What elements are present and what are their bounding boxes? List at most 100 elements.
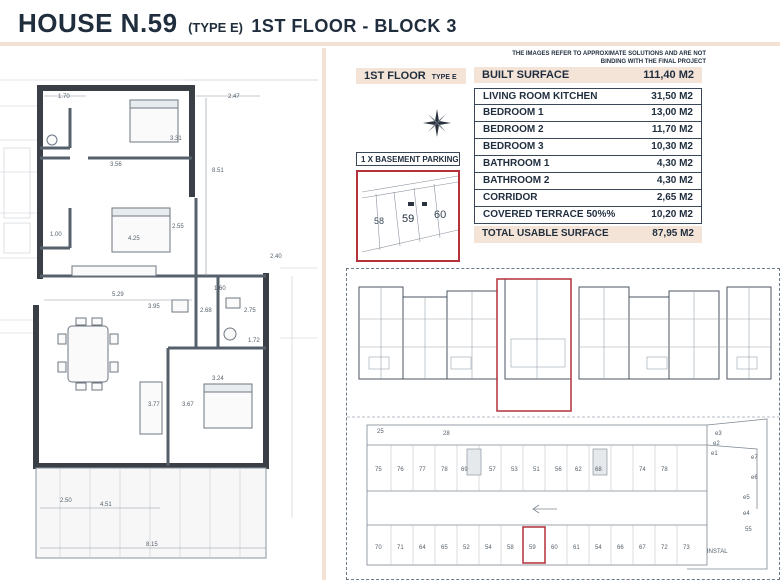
total-surface-row: TOTAL USABLE SURFACE 87,95 M2 bbox=[474, 226, 702, 243]
svg-text:3.77: 3.77 bbox=[148, 402, 160, 408]
svg-text:78: 78 bbox=[441, 467, 448, 473]
house-highlight-box bbox=[496, 278, 572, 412]
svg-text:70: 70 bbox=[375, 545, 382, 551]
built-surface-row: BUILT SURFACE 111,40 M2 bbox=[474, 67, 702, 83]
svg-text:2.75: 2.75 bbox=[244, 308, 256, 314]
svg-text:2.68: 2.68 bbox=[200, 308, 212, 314]
title-type: (TYPE E) bbox=[188, 20, 243, 35]
svg-text:1.70: 1.70 bbox=[58, 94, 70, 100]
parking-highlight-box bbox=[522, 526, 546, 564]
svg-text:1.60: 1.60 bbox=[214, 286, 226, 292]
floor-plan-panel: 1.70 2.47 3.31 3.56 8.51 4.25 2.55 1.00 … bbox=[0, 48, 318, 580]
site-plan-drawing: 25 28 75 76 77 78 69 57 53 51 56 62 68 7… bbox=[347, 278, 779, 570]
surface-value: 10,20 M2 bbox=[651, 209, 693, 220]
svg-text:54: 54 bbox=[595, 545, 602, 551]
svg-text:76: 76 bbox=[397, 467, 404, 473]
svg-text:59: 59 bbox=[529, 545, 536, 551]
svg-text:75: 75 bbox=[375, 467, 382, 473]
surface-row: BEDROOM 2 11,70 M2 bbox=[474, 122, 702, 139]
driveway-arrow-icon bbox=[532, 504, 557, 514]
svg-text:77: 77 bbox=[419, 467, 426, 473]
surface-label: COVERED TERRACE 50%% bbox=[483, 209, 616, 220]
svg-text:INSTAL: INSTAL bbox=[707, 549, 728, 555]
svg-text:57: 57 bbox=[489, 467, 496, 473]
svg-text:2.40: 2.40 bbox=[270, 254, 282, 260]
page-title: HOUSE N.59 (TYPE E) 1ST FLOOR - BLOCK 3 bbox=[18, 8, 457, 39]
title-house: HOUSE N.59 bbox=[18, 8, 178, 38]
parking-detail-map: 58 59 60 bbox=[356, 170, 460, 262]
surface-label: BEDROOM 1 bbox=[483, 107, 544, 118]
surface-value: 13,00 M2 bbox=[651, 107, 693, 118]
surface-row: LIVING ROOM KITCHEN 31,50 M2 bbox=[474, 88, 702, 105]
surface-value: 4,30 M2 bbox=[656, 158, 693, 169]
svg-text:68: 68 bbox=[595, 467, 602, 473]
surface-row: BEDROOM 1 13,00 M2 bbox=[474, 105, 702, 122]
svg-text:e7: e7 bbox=[751, 455, 758, 461]
info-panel: THE IMAGES REFER TO APPROXIMATE SOLUTION… bbox=[330, 48, 780, 580]
built-surface-value: 111,40 M2 bbox=[643, 69, 694, 81]
svg-text:64: 64 bbox=[419, 545, 426, 551]
svg-text:1.72: 1.72 bbox=[248, 338, 260, 344]
surface-row: BATHROOM 1 4,30 M2 bbox=[474, 156, 702, 173]
svg-text:69: 69 bbox=[461, 467, 468, 473]
svg-text:67: 67 bbox=[639, 545, 646, 551]
total-surface-value: 87,95 M2 bbox=[652, 228, 694, 239]
header-divider bbox=[0, 42, 780, 46]
surface-label: BEDROOM 2 bbox=[483, 124, 544, 135]
svg-text:60: 60 bbox=[551, 545, 558, 551]
svg-text:4.51: 4.51 bbox=[100, 502, 112, 508]
svg-text:78: 78 bbox=[661, 467, 668, 473]
parking-space-58: 58 bbox=[374, 216, 384, 226]
surface-label: BATHROOM 2 bbox=[483, 175, 550, 186]
surface-label: BATHROOM 1 bbox=[483, 158, 550, 169]
svg-text:53: 53 bbox=[511, 467, 518, 473]
svg-text:62: 62 bbox=[575, 467, 582, 473]
parking-label: 1 X BASEMENT PARKING bbox=[356, 152, 460, 166]
svg-text:56: 56 bbox=[555, 467, 562, 473]
svg-text:71: 71 bbox=[397, 545, 404, 551]
floor-label-type: TYPE E bbox=[431, 74, 457, 81]
svg-text:4.25: 4.25 bbox=[128, 236, 140, 242]
svg-text:e5: e5 bbox=[743, 495, 750, 501]
svg-text:2.47: 2.47 bbox=[228, 94, 240, 100]
surface-label: BEDROOM 3 bbox=[483, 141, 544, 152]
svg-text:3.67: 3.67 bbox=[182, 402, 194, 408]
svg-text:e6: e6 bbox=[751, 475, 758, 481]
surface-value: 11,70 M2 bbox=[651, 124, 693, 135]
panel-divider bbox=[322, 48, 326, 580]
svg-text:3.56: 3.56 bbox=[110, 162, 122, 168]
total-surface-label: TOTAL USABLE SURFACE bbox=[482, 228, 609, 239]
surface-value: 31,50 M2 bbox=[651, 91, 693, 102]
svg-text:e2: e2 bbox=[713, 441, 720, 447]
block-site-plan: 25 28 75 76 77 78 69 57 53 51 56 62 68 7… bbox=[346, 268, 780, 580]
svg-text:54: 54 bbox=[485, 545, 492, 551]
surface-row: COVERED TERRACE 50%% 10,20 M2 bbox=[474, 207, 702, 224]
svg-text:3.24: 3.24 bbox=[212, 376, 224, 382]
disclaimer-text: THE IMAGES REFER TO APPROXIMATE SOLUTION… bbox=[512, 51, 706, 65]
svg-text:58: 58 bbox=[507, 545, 514, 551]
svg-text:2.55: 2.55 bbox=[172, 224, 184, 230]
svg-text:2.50: 2.50 bbox=[60, 498, 72, 504]
svg-text:8.51: 8.51 bbox=[212, 168, 224, 174]
surface-value: 4,30 M2 bbox=[656, 175, 693, 186]
svg-text:73: 73 bbox=[683, 545, 690, 551]
svg-text:55: 55 bbox=[745, 527, 752, 533]
svg-text:74: 74 bbox=[639, 467, 646, 473]
parking-space-60: 60 bbox=[434, 209, 446, 221]
surface-row: BATHROOM 2 4,30 M2 bbox=[474, 173, 702, 190]
svg-text:72: 72 bbox=[661, 545, 668, 551]
svg-text:61: 61 bbox=[573, 545, 580, 551]
svg-text:65: 65 bbox=[441, 545, 448, 551]
compass-icon bbox=[423, 109, 451, 137]
svg-text:e4: e4 bbox=[743, 511, 750, 517]
surface-label: LIVING ROOM KITCHEN bbox=[483, 91, 598, 102]
floor-plan-drawing: 1.70 2.47 3.31 3.56 8.51 4.25 2.55 1.00 … bbox=[0, 79, 318, 559]
svg-text:e3: e3 bbox=[715, 431, 722, 437]
svg-text:5.29: 5.29 bbox=[112, 292, 124, 298]
parking-space-59: 59 bbox=[402, 213, 414, 225]
svg-text:1.00: 1.00 bbox=[50, 232, 62, 238]
svg-text:3.95: 3.95 bbox=[148, 304, 160, 310]
